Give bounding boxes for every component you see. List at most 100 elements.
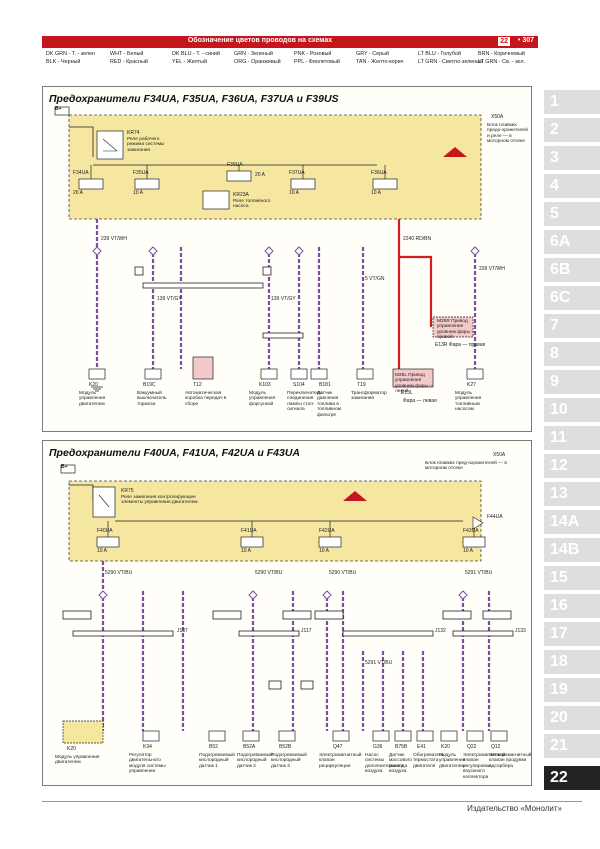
wire-label: 5290 VT/BU [329,570,357,576]
device-desc: Автоматическая коробка передач в сборе [185,391,227,407]
chapter-tab[interactable]: 21 [544,734,600,758]
device-id: B52B [279,744,292,750]
fuse-label: F34UA [73,170,89,176]
fuse-label: F39UA [227,162,243,168]
chapter-tab[interactable]: 13 [544,482,600,506]
splice-label: J137 [177,628,188,634]
page-number: • 307 [517,37,534,44]
chapter-tab[interactable]: 1 [544,90,600,114]
device-id: T19 [357,382,366,388]
device-id: K34 [143,744,152,750]
relay-kr75-desc: Реле зажигания контролирующее элементы у… [121,495,198,506]
chapter-tab[interactable]: 15 [544,566,600,590]
fuse-box-id: X50A [493,452,506,458]
splice-label: J117 [301,628,312,634]
device-id: T12 [193,382,202,388]
chapter-tab[interactable]: 6A [544,230,600,254]
device-desc: Регулятор двигательного модуля системы у… [129,753,166,775]
wiring-diagram-2-graphic [60,464,514,744]
fuse-label: F35UA [133,170,149,176]
fuse-label: F44UA [487,514,503,520]
chapter-tab[interactable]: 2 [544,118,600,142]
chapter-tab[interactable]: 20 [544,706,600,730]
device-id: B19C [143,382,156,388]
chapter-tab-active[interactable]: 22 [544,766,600,790]
device-id: S104 [293,382,305,388]
device-desc: Насос системы дополнительного воздуха [365,753,404,775]
fuse-label: F40UA [97,528,113,534]
chapter-tab[interactable]: 10 [544,398,600,422]
device-id: Q22 [467,744,477,750]
chapter-tab[interactable]: 6C [544,286,600,310]
e13r-label: E13R Фара — правая [435,342,486,348]
chapter-tab[interactable]: 3 [544,146,600,170]
chapter-tab[interactable]: 8 [544,342,600,366]
battery-label: B+ [55,106,62,112]
device-id: K20 [89,382,98,388]
chapter-tab[interactable]: 12 [544,454,600,478]
device-id: B52 [209,744,218,750]
chapter-tab[interactable]: 9 [544,370,600,394]
wire-label: 139 VT/GY [271,296,296,302]
relay-kr23a-id: KR23A [233,192,249,198]
device-desc: Модуль управления двигателем [79,391,106,407]
device-desc: Датчик массового расхода воздуха [389,753,412,775]
device-id: K20 [441,744,450,750]
device-id: B181 [319,382,331,388]
header-bar: Обозначение цветов проводов на схемах 22… [42,36,538,48]
chapter-tab[interactable]: 16 [544,594,600,618]
fuse-box-desc: Блок плавких пред-охранителей — в моторн… [425,461,507,472]
chapter-tab[interactable]: 19 [544,678,600,702]
chapter-tab[interactable]: 5 [544,202,600,226]
relay-kr75-id: KR75 [121,488,134,494]
chapter-tab[interactable]: 14B [544,538,600,562]
device-desc: Переключатель соединения лампы стоп-сигн… [287,391,322,413]
fuse-rating: 20 A [73,190,84,196]
device-desc: Электромагнитный клапан регулировки впус… [463,753,506,780]
fuse-label: F43UA [463,528,479,534]
device-desc: Подогреваемый кислородный датчик 2 [237,753,273,769]
chapter-tab[interactable]: 14A [544,510,600,534]
chapter-tab[interactable]: 18 [544,650,600,674]
device-desc: Электромагнитный клапан продувки адсорбе… [489,753,532,769]
fuse-label: F42UA [319,528,335,534]
legend-title: Обозначение цветов проводов на схемах [187,37,333,44]
fuse-label: F37UA [289,170,305,176]
diagram-title: Предохранители F34UA, F35UA, F36UA, F37U… [49,93,339,105]
chapter-tab[interactable]: 11 [544,426,600,450]
fuse-label: F36UA [371,170,387,176]
device-desc: Модуль управления форсункой [249,391,276,407]
fuse-rating: 20 A [255,172,266,178]
footer-divider [42,801,582,802]
wire-label: 5 VT/GN [365,276,385,282]
device-id: K27 [467,382,476,388]
wire-label: 139 VT/GY [157,296,182,302]
chapter-tab[interactable]: 17 [544,622,600,646]
wiring-diagram-1-graphic [54,106,484,392]
chapter-tab[interactable]: 4 [544,174,600,198]
splice-label: J133 [515,628,526,634]
fuse-box-desc: Блок плавких предо-хранителей и реле — в… [487,123,528,145]
wire-label: 2240 RD/BN [403,236,432,242]
fuse-rating: 10 A [371,190,382,196]
device-id: B75B [395,744,408,750]
wire-label: 239 VT/WH [101,236,127,242]
device-id: Q47 [333,744,343,750]
fuse-rating: 10 A [319,548,330,554]
chapter-tab[interactable]: 6B [544,258,600,282]
wire-label: 5291 VT/BU [465,570,493,576]
wire-label: 239 VT/WH [479,266,505,272]
fuse-rating: 10 A [97,548,108,554]
fuse-rating: 10 A [133,190,144,196]
fuse-box-id: X50A [491,114,504,120]
relay-kr23a-desc: Реле топливного насоса [233,199,271,210]
device-id: Q12 [491,744,501,750]
device-desc: Фара — левая [403,398,437,404]
chapter-tab[interactable]: 7 [544,314,600,338]
